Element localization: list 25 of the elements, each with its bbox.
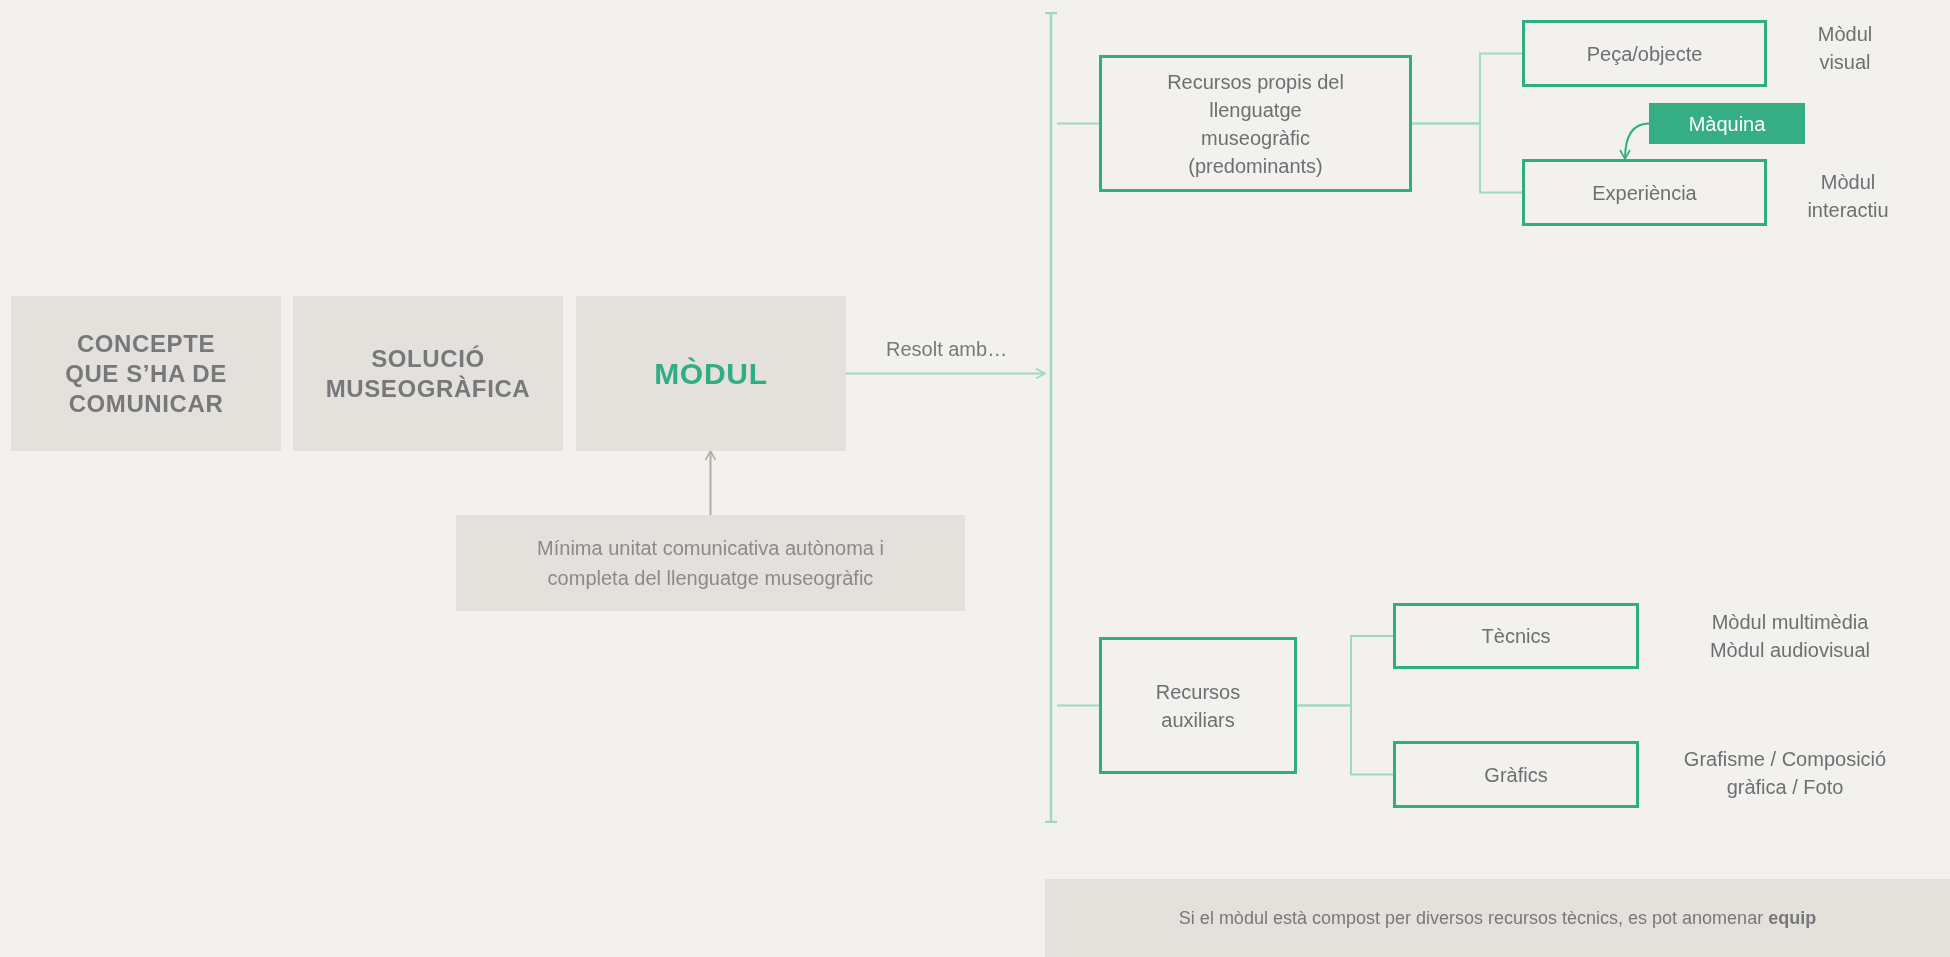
resource-box: Gràfics — [1393, 741, 1639, 808]
resource-box: Tècnics — [1393, 603, 1639, 669]
resource-box: Recursos auxiliars — [1099, 637, 1297, 774]
definition-box: Mínima unitat comunicativa autònoma i completa del llenguatge museogràfic — [456, 515, 965, 611]
bracket-line — [1045, 12, 1057, 823]
connector-line — [1056, 704, 1100, 707]
connector-line — [845, 367, 1046, 380]
module-caption: Mòdul visual — [1816, 22, 1874, 75]
module-caption: Grafisme / Composició gràfica / Foto — [1682, 747, 1888, 800]
concept-box: CONCEPTE QUE S’HA DE COMUNICAR — [11, 296, 281, 451]
module-caption: Mòdul interactiu — [1806, 170, 1890, 223]
footnote-box: Si el mòdul està compost per diversos recursos tècnics, es pot anomenar equip — [1045, 879, 1950, 957]
module-caption: Mòdul audiovisual — [1708, 638, 1872, 663]
resource-box: Recursos propis del llenguatge museogràfic (predominants) — [1099, 55, 1412, 192]
resource-box: Experiència — [1522, 159, 1767, 226]
module-box: MÒDUL — [576, 296, 846, 451]
concept-box: SOLUCIÓ MUSEOGRÀFICA — [293, 296, 563, 451]
connector-line — [1619, 122, 1650, 160]
module-caption: Mòdul multimèdia — [1710, 610, 1870, 635]
connector-line — [1296, 704, 1394, 776]
connector-line — [1056, 122, 1100, 125]
connector-line — [1411, 122, 1523, 194]
resource-box: Peça/objecte — [1522, 20, 1767, 87]
connector-line — [704, 450, 717, 516]
highlight-tag: Màquina — [1649, 103, 1805, 144]
